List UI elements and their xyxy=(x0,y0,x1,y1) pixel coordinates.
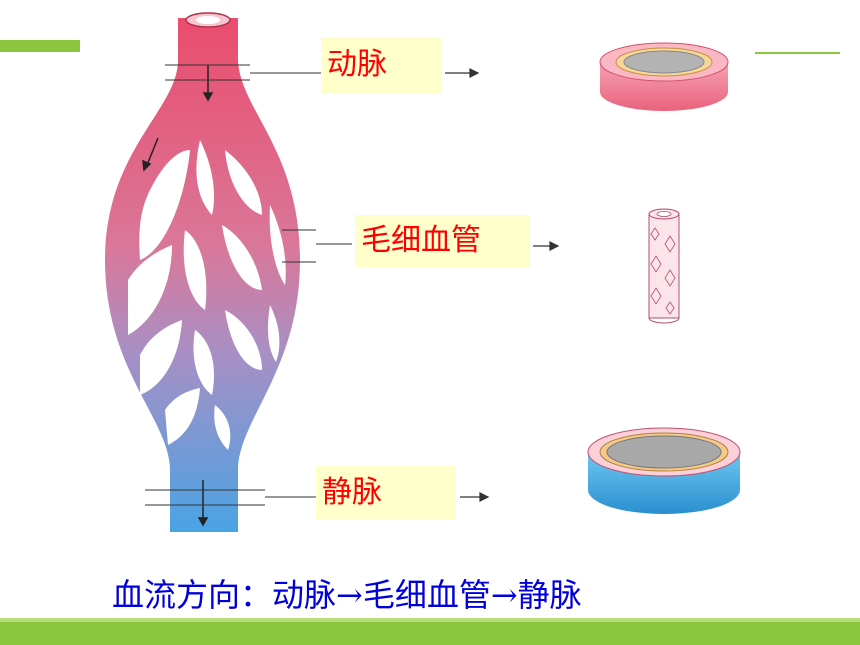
flow-arrows xyxy=(142,65,214,527)
label-capillary: 毛细血管 xyxy=(355,215,530,267)
footer-bar xyxy=(0,622,860,645)
capillary-segment xyxy=(648,208,680,324)
footer-bar-highlight xyxy=(0,618,860,622)
pointer-arrows xyxy=(445,68,560,502)
decorative-bar-left xyxy=(0,40,80,52)
label-vein: 静脉 xyxy=(316,466,456,520)
blood-flow-caption: 血流方向：动脉→毛细血管→静脉 xyxy=(112,576,582,614)
label-artery: 动脉 xyxy=(321,37,441,93)
artery-cross-section xyxy=(599,42,729,111)
vein-cross-section xyxy=(587,427,741,514)
vessel-network xyxy=(105,12,300,532)
decorative-line-right xyxy=(755,52,840,54)
section-lines xyxy=(145,64,352,506)
